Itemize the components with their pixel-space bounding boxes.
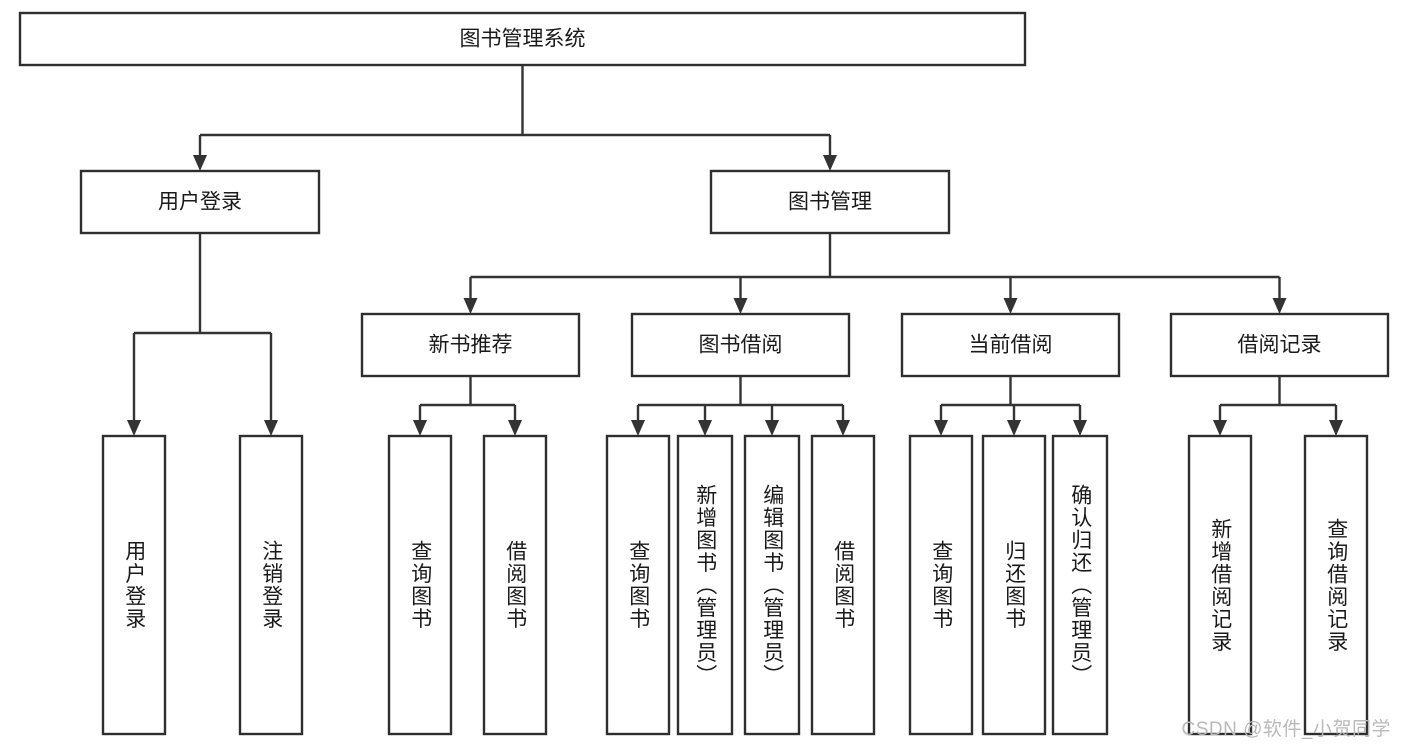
node-box-borrow-record[interactable] [1169, 312, 1390, 378]
node-box-leaf-query-record[interactable] [1303, 434, 1369, 736]
node-box-new-book-rec[interactable] [360, 312, 581, 378]
node-box-leaf-add-book[interactable] [676, 434, 734, 736]
arrow-head-leaf-return-book [1007, 420, 1021, 436]
edges-layer [127, 65, 1343, 436]
node-box-leaf-return-book[interactable] [981, 434, 1047, 736]
arrow-head-leaf-edit-book [765, 420, 779, 436]
arrow-head-leaf-query-book-rec [413, 420, 427, 436]
arrow-head-user-login [193, 155, 207, 171]
arrow-head-leaf-add-book [698, 420, 712, 436]
node-box-leaf-query-book-rec[interactable] [387, 434, 453, 736]
arrow-head-book-manage [823, 155, 837, 171]
arrow-head-leaf-confirm-return [1073, 420, 1087, 436]
node-label-new-book-rec: 新书推荐 [429, 334, 513, 357]
arrow-head-leaf-user-logout [264, 420, 278, 436]
node-label-root: 图书管理系统 [460, 28, 586, 51]
node-box-leaf-user-logout[interactable] [238, 434, 304, 736]
node-box-leaf-confirm-return[interactable] [1051, 434, 1109, 736]
arrow-head-leaf-user-login [127, 420, 141, 436]
node-box-book-borrow[interactable] [630, 312, 851, 378]
boxes-layer [18, 11, 1390, 736]
node-label-book-manage: 图书管理 [788, 191, 872, 214]
node-box-leaf-user-login[interactable] [101, 434, 167, 736]
node-box-book-manage[interactable] [709, 169, 951, 235]
arrow-head-leaf-query-book-borrow [631, 420, 645, 436]
node-box-leaf-add-record[interactable] [1187, 434, 1253, 736]
node-label-borrow-record: 借阅记录 [1238, 334, 1322, 357]
arrow-head-leaf-query-record [1329, 420, 1343, 436]
node-box-leaf-borrow-book-rec[interactable] [482, 434, 548, 736]
node-box-leaf-edit-book[interactable] [743, 434, 801, 736]
node-box-current-borrow[interactable] [900, 312, 1121, 378]
arrow-head-leaf-query-book-current [934, 420, 948, 436]
arrow-head-leaf-borrow-book-rec [508, 420, 522, 436]
node-label-user-login: 用户登录 [158, 191, 242, 214]
node-label-book-borrow: 图书借阅 [699, 334, 783, 357]
arrow-head-leaf-add-record [1213, 420, 1227, 436]
arrow-head-leaf-borrow-book [836, 420, 850, 436]
node-box-leaf-borrow-book[interactable] [810, 434, 876, 736]
watermark-text: CSDN @软件_小贺同学 [1181, 719, 1391, 740]
arrow-head-borrow-record [1272, 298, 1287, 314]
node-box-root[interactable] [18, 11, 1027, 67]
node-label-current-borrow: 当前借阅 [969, 334, 1053, 357]
node-box-user-login[interactable] [79, 169, 321, 235]
arrow-head-new-book-rec [463, 298, 478, 314]
arrow-head-current-borrow [1003, 298, 1018, 314]
node-box-leaf-query-book-current[interactable] [908, 434, 974, 736]
arrow-head-book-borrow [733, 298, 748, 314]
node-box-leaf-query-book-borrow[interactable] [605, 434, 671, 736]
